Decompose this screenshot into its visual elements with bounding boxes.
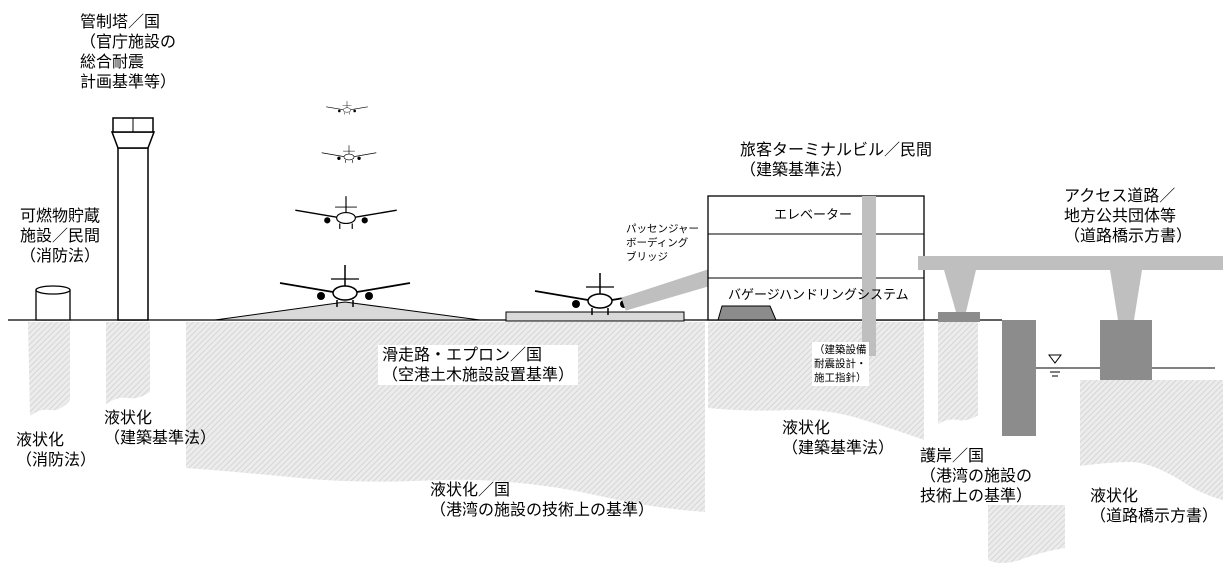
label-fuel-storage: 可燃物貯蔵 施設／民間 （消防法）	[20, 206, 101, 265]
access-road-bridge	[918, 256, 1223, 380]
label-elevator: エレベーター	[774, 208, 853, 223]
ground-liquefaction-road-bridge	[1080, 380, 1223, 500]
label-runway-apron: 滑走路・エプロン／国 （空港土木施設設置基準）	[378, 345, 579, 385]
label-access-road: アクセス道路／ 地方公共団体等 （道路橋示方書）	[1064, 186, 1193, 245]
airplane-icon	[279, 264, 411, 308]
control-tower	[110, 117, 156, 321]
label-liq-fire-law: 液状化 （消防法）	[16, 430, 97, 469]
ground-liquefaction-tower	[106, 322, 150, 404]
revetment-wall	[1002, 320, 1036, 436]
fuel-storage-tank	[35, 285, 71, 321]
label-revetment: 護岸／国 （港湾の施設の 技術上の基準）	[920, 446, 1033, 505]
ground-liquefaction-revetment	[988, 505, 1065, 563]
label-liq-building-law-left: 液状化 （建築基準法）	[104, 408, 217, 447]
water-level-icon	[1048, 354, 1062, 377]
boarding-bridge	[621, 269, 709, 311]
label-building-equipment-guideline: （建築設備 耐震設計・ 施工指針）	[812, 342, 869, 386]
label-liq-port-standards: 液状化／国 （港湾の施設の技術上の基準）	[430, 480, 655, 519]
label-liq-road-bridge: 液状化 （道路橋示方書）	[1090, 486, 1219, 525]
airplane-icon	[294, 195, 398, 230]
airplane-icon	[325, 100, 369, 115]
apron-slab	[505, 311, 685, 322]
label-liq-building-law-right: 液状化 （建築基準法）	[782, 418, 895, 457]
runway-mound	[214, 301, 481, 321]
airplane-icon	[321, 144, 377, 164]
ground-liquefaction-bridge-pier	[938, 322, 978, 424]
label-terminal-building: 旅客ターミナルビル／民間 （建築基準法）	[740, 140, 933, 179]
ground-liquefaction-fuel	[28, 322, 70, 416]
label-control-tower: 管制塔／国 （官庁施設の 総合耐震 計画基準等）	[80, 12, 177, 91]
label-baggage-handling: バゲージハンドリングシステム	[728, 288, 909, 303]
label-boarding-bridge: パッセンジャー ボーディング ブリッジ	[626, 223, 699, 263]
terminal-building	[707, 195, 925, 356]
